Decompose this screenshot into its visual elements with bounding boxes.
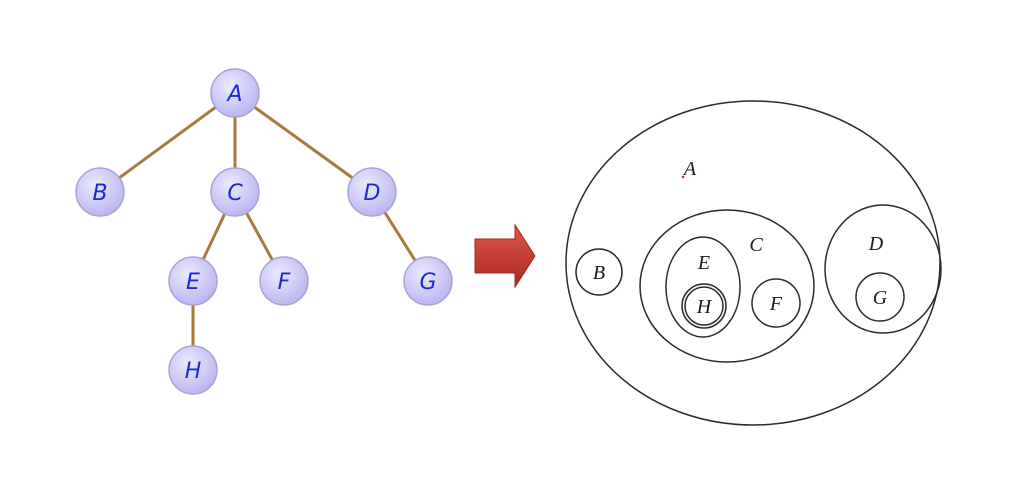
set-f: F <box>751 278 801 328</box>
tree-node-h-label: H <box>185 359 202 384</box>
edge-a-b <box>99 91 236 194</box>
tree-node-d-label: D <box>364 181 381 206</box>
tree-node-g-label: G <box>419 270 436 295</box>
set-h-label: H <box>696 296 713 318</box>
tree-node-a-label: A <box>225 82 242 107</box>
set-a-label: A <box>682 158 697 180</box>
nested-sets: A B C E H F D G <box>565 100 942 426</box>
tree-node-f-label: F <box>278 270 291 295</box>
tree-node-a: A <box>210 68 260 118</box>
set-b-label: B <box>593 262 605 284</box>
set-e-label: E <box>697 252 710 274</box>
tree-node-d: D <box>347 167 397 217</box>
tree-node-b-label: B <box>92 181 107 206</box>
set-a: A <box>565 100 941 426</box>
set-c-label: C <box>749 234 763 256</box>
set-c: C <box>639 209 815 363</box>
tree-node-h: H <box>168 345 218 395</box>
set-g: G <box>855 272 905 322</box>
tree-node-c-label: C <box>227 181 243 206</box>
tree-edges <box>99 91 430 370</box>
tree-node-e-label: E <box>186 270 200 295</box>
set-d: D <box>824 204 942 334</box>
edge-a-d <box>234 91 373 194</box>
set-g-label: G <box>873 287 888 309</box>
tree-node-b: B <box>75 167 125 217</box>
set-b: B <box>575 248 623 296</box>
set-f-label: F <box>769 293 783 315</box>
set-e: E <box>665 236 741 338</box>
tree-node-f: F <box>259 256 309 306</box>
right-arrow-icon <box>474 223 536 289</box>
tree-node-g: G <box>403 256 453 306</box>
tree-node-c: C <box>210 167 260 217</box>
tree-node-e: E <box>168 256 218 306</box>
set-d-label: D <box>868 233 884 255</box>
set-h: H <box>681 283 727 329</box>
tree: A B C D E F G H <box>75 68 453 395</box>
